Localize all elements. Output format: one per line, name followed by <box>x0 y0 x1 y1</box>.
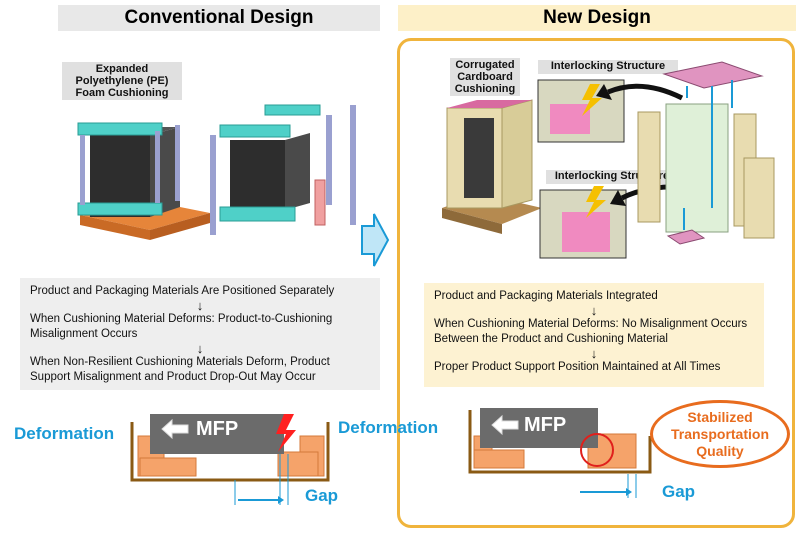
stabilized-quality-badge: Stabilized Transportation Quality <box>650 400 790 468</box>
new-design-header: New Design <box>398 5 796 31</box>
new-arrow-2: ↓ <box>590 346 598 361</box>
new-design-title: New Design <box>543 7 651 28</box>
cardboard-cushioning-label: Corrugated Cardboard Cushioning <box>450 58 520 96</box>
exploded-cardboard-unit <box>637 61 775 245</box>
exploded-packaging-unit <box>210 104 356 235</box>
new-line-2: When Cushioning Material Deforms: No Mis… <box>434 318 748 345</box>
new-design-frame <box>397 38 795 528</box>
new-product-illustration <box>442 61 775 259</box>
interlock-detail-bottom <box>539 186 627 259</box>
left-arrow-icon <box>161 418 189 440</box>
left-arrow-icon-new <box>491 414 519 436</box>
transition-arrow-icon <box>361 213 390 267</box>
conventional-arrow-2: ↓ <box>196 341 204 356</box>
new-deformation-label: Deformation <box>338 418 439 437</box>
new-design-text-box: Product and Packaging Materials Integrat… <box>424 283 764 387</box>
foam-cushioning-label: Expanded Polyethylene (PE) Foam Cushioni… <box>62 62 182 100</box>
assembled-cardboard-unit <box>442 99 542 234</box>
assembled-packaging-unit <box>77 122 210 240</box>
conventional-line-3: When Non-Resilient Cushioning Materials … <box>30 356 330 383</box>
conventional-arrow-1: ↓ <box>196 298 204 313</box>
interlocking-label-top: Interlocking Structure <box>538 60 678 74</box>
conventional-text-box: Product and Packaging Materials Are Posi… <box>20 278 380 390</box>
new-gap-label: Gap <box>662 482 696 501</box>
conventional-gap-label: Gap <box>305 486 339 505</box>
conventional-line-2: When Cushioning Material Deforms: Produc… <box>30 313 333 340</box>
conventional-deformation-label: Deformation <box>14 424 115 443</box>
new-arrow-1: ↓ <box>590 303 598 318</box>
new-line-3: Proper Product Support Position Maintain… <box>434 361 721 373</box>
conventional-title: Conventional Design <box>124 7 314 28</box>
conventional-mfp-label: MFP <box>196 418 239 440</box>
new-mfp-label: MFP <box>524 414 567 436</box>
new-line-1: Product and Packaging Materials Integrat… <box>434 290 658 302</box>
conventional-line-1: Product and Packaging Materials Are Posi… <box>30 285 335 297</box>
stabilized-quality-text: Stabilized Transportation Quality <box>670 408 769 459</box>
conventional-product-illustration <box>77 104 356 240</box>
conventional-header: Conventional Design <box>58 5 380 31</box>
